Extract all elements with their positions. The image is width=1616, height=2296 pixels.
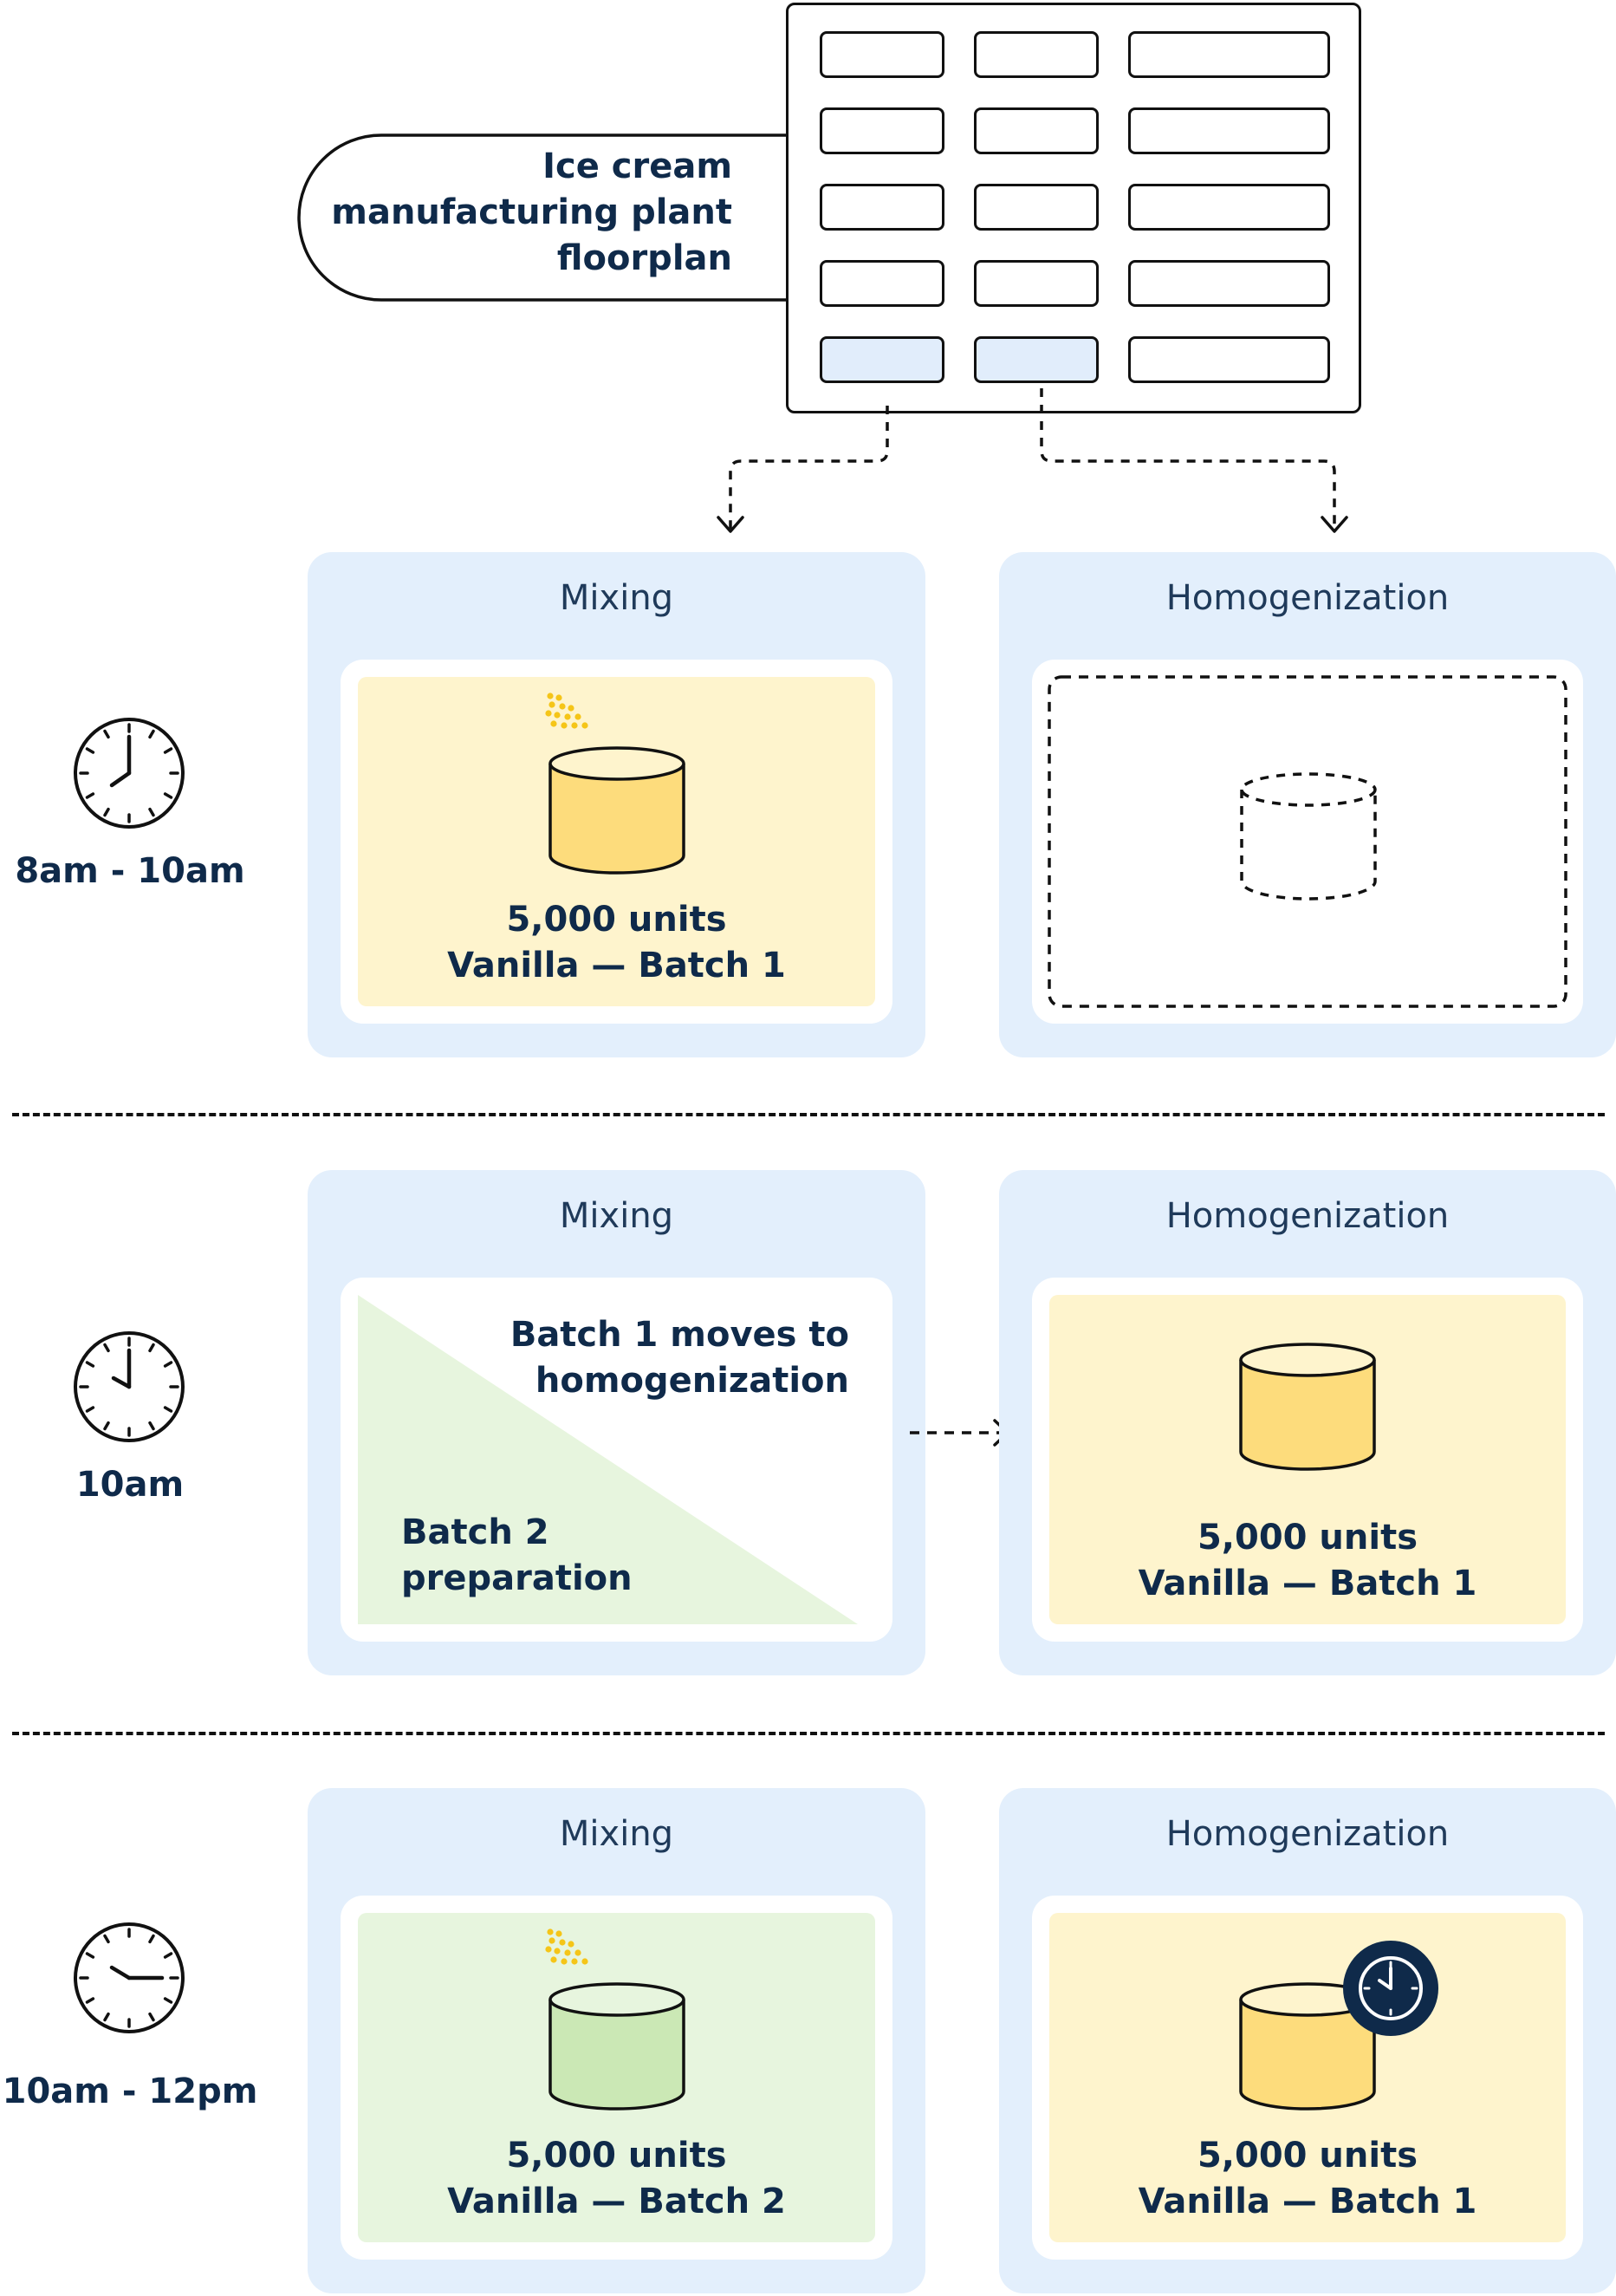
batch-card: 5,000 units Vanilla — Batch 1	[1049, 1295, 1566, 1624]
homogenization-zone: Homogenization 5,000 units Vanilla — Bat…	[999, 1788, 1616, 2293]
batch-card: 5,000 units Vanilla — Batch 1	[1049, 1913, 1566, 2242]
floorplan-title: Ice cream manufacturing plant floorplan	[331, 146, 732, 278]
floorplan-cell	[1128, 31, 1330, 78]
zone-inner-panel: 5,000 units Vanilla — Batch 2	[341, 1896, 892, 2260]
vat-icon	[1239, 1343, 1376, 1471]
floorplan-cell	[820, 260, 944, 307]
zone-title: Mixing	[559, 1814, 674, 1854]
floorplan-cell	[1128, 184, 1330, 231]
floorplan-cell	[974, 107, 1099, 154]
floorplan-cell	[974, 184, 1099, 231]
homogenization-zone: Homogenization	[999, 552, 1616, 1057]
batch-label: 5,000 units Vanilla — Batch 1	[1138, 2136, 1477, 2221]
floorplan-cell-mixing	[820, 336, 944, 383]
timer-badge-icon	[1343, 1941, 1438, 2036]
zone-inner-panel: 5,000 units Vanilla — Batch 1	[1032, 1278, 1583, 1642]
zone-inner-panel: Batch 1 moves to homogenization Batch 2 …	[341, 1278, 892, 1642]
floorplan-cell-homogenization	[974, 336, 1099, 383]
zone-title: Homogenization	[1165, 578, 1450, 618]
preparation-note: Batch 2 preparation	[401, 1512, 633, 1598]
time-label: 10am	[75, 1465, 185, 1505]
batch-card: 5,000 units Vanilla — Batch 2	[358, 1913, 875, 2242]
clock-8-icon	[74, 718, 185, 829]
batch-card: 5,000 units Vanilla — Batch 1	[358, 677, 875, 1006]
sprinkles-icon	[545, 693, 588, 729]
sprinkles-icon	[545, 1929, 588, 1965]
floorplan-cell	[1128, 260, 1330, 307]
mixing-zone: Mixing 5,000 units Vanilla — Batch 1	[308, 552, 925, 1057]
transition-triangle	[358, 1295, 858, 1624]
floorplan-cell	[1128, 336, 1330, 383]
floorplan-callout-shape	[297, 133, 787, 302]
vat-icon	[548, 746, 685, 875]
floorplan-cell	[820, 107, 944, 154]
time-label: 8am - 10am	[15, 851, 245, 891]
vat-icon	[548, 1982, 685, 2111]
mixing-zone: Mixing 5,000 units Vanilla — Batch 2	[308, 1788, 925, 2293]
connector-arrow-homogenization	[1040, 388, 1348, 533]
zone-inner-panel: 5,000 units Vanilla — Batch 1	[341, 660, 892, 1024]
zone-title: Mixing	[559, 578, 674, 618]
batch-label: 5,000 units Vanilla — Batch 2	[447, 2136, 786, 2221]
empty-vat-icon	[1240, 772, 1377, 901]
zone-inner-panel: 5,000 units Vanilla — Batch 1	[1032, 1896, 1583, 2260]
floorplan-cell	[1128, 107, 1330, 154]
floorplan-cell	[974, 260, 1099, 307]
floorplan-cell	[820, 31, 944, 78]
transition-note: Batch 1 moves to homogenization	[509, 1315, 849, 1401]
batch-label: 5,000 units Vanilla — Batch 1	[1138, 1518, 1477, 1603]
clock-10-icon	[74, 1922, 185, 2033]
time-label: 10am - 12pm	[2, 2072, 258, 2111]
zone-title: Homogenization	[1165, 1814, 1450, 1854]
clock-10-icon	[74, 1331, 185, 1442]
zone-title: Mixing	[559, 1196, 674, 1236]
zone-title: Homogenization	[1165, 1196, 1450, 1236]
batch-label: 5,000 units Vanilla — Batch 1	[447, 900, 786, 985]
row-divider	[12, 1732, 1605, 1735]
floorplan-cell	[820, 184, 944, 231]
empty-slot-outline	[1048, 675, 1567, 1008]
row-divider	[12, 1113, 1605, 1116]
connector-arrow-mixing	[717, 406, 889, 533]
homogenization-zone: Homogenization 5,000 units Vanilla — Bat…	[999, 1170, 1616, 1675]
zone-inner-panel	[1032, 660, 1583, 1024]
mixing-zone: Mixing Batch 1 moves to homogenization B…	[308, 1170, 925, 1675]
floorplan-cell	[974, 31, 1099, 78]
